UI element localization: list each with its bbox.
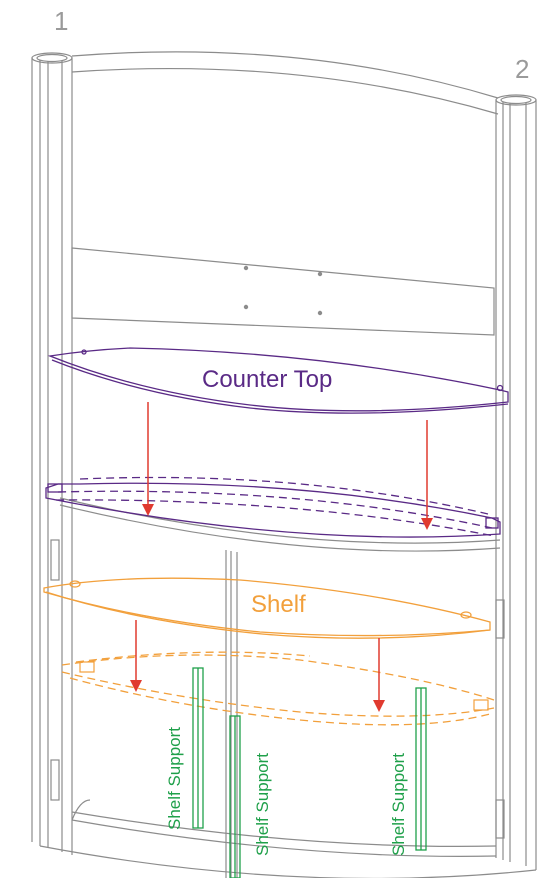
shelf-support-label-center: Shelf Support xyxy=(253,753,272,856)
shelf-part xyxy=(43,577,491,639)
shelf-seat-clips xyxy=(79,661,489,711)
shelf-support-label-left: Shelf Support xyxy=(165,727,184,830)
counter-top-seat xyxy=(45,476,501,538)
shelf-support-label-right: Shelf Support xyxy=(389,753,408,856)
post-2 xyxy=(495,94,537,870)
shelf-support-right xyxy=(415,687,427,851)
post-1 xyxy=(31,52,73,855)
counter-top-label: Counter Top xyxy=(202,366,332,393)
back-panel xyxy=(71,51,499,115)
shelf-support-left xyxy=(192,667,204,829)
counter-top-part xyxy=(47,347,509,414)
shelf-label: Shelf xyxy=(251,591,306,618)
post-1-label: 1 xyxy=(54,6,68,36)
shelf-seat xyxy=(61,651,495,726)
lower-cabinet xyxy=(39,497,537,880)
header-panel xyxy=(71,247,495,336)
post-2-label: 2 xyxy=(515,54,529,84)
assembly-arrows xyxy=(130,402,433,712)
